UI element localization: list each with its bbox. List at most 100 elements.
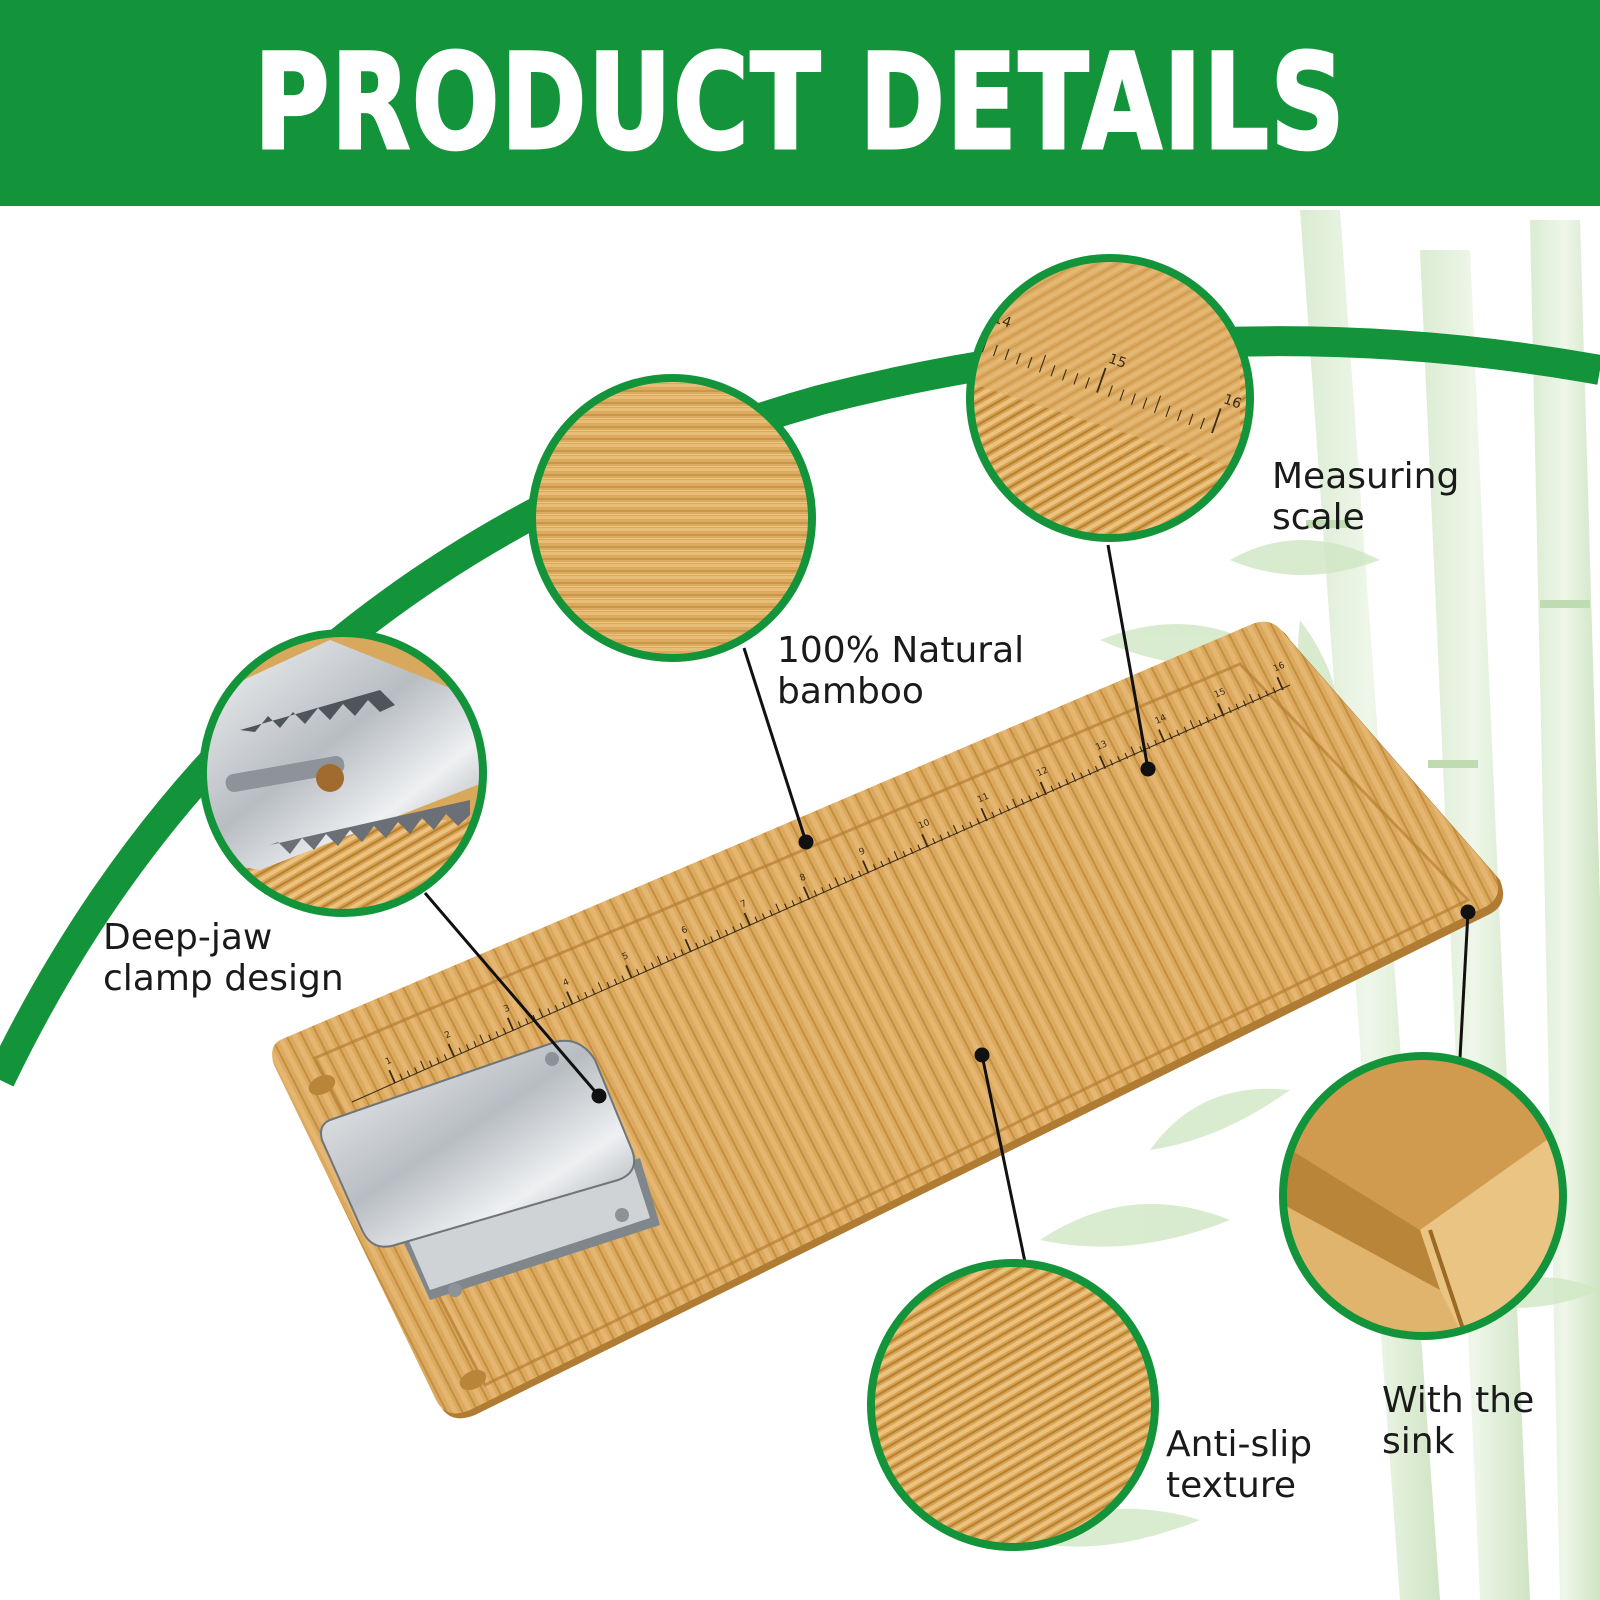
- ruler-tick: [576, 995, 581, 1002]
- ruler-tick: [710, 936, 714, 943]
- ruler-tick: [952, 824, 958, 835]
- ruler-tick-label: 7: [739, 899, 748, 910]
- ruler-tick: [517, 1021, 522, 1028]
- ruler-tick: [673, 952, 677, 959]
- ruler-tick: [976, 818, 981, 825]
- ruler-tick: [828, 883, 833, 890]
- ruler-tick: [1217, 703, 1225, 717]
- ruler-tick: [1198, 720, 1203, 727]
- ruler-tick-label: 10: [917, 818, 932, 832]
- ruler-tick: [991, 811, 995, 818]
- ruler-tick: [1130, 746, 1136, 756]
- ruler-tick: [665, 955, 670, 963]
- page-title: PRODUCT DETAILS: [253, 26, 1347, 180]
- feature-label-line: With the: [1382, 1380, 1535, 1421]
- ruler-tick: [998, 808, 1003, 815]
- ruler-tick: [606, 982, 611, 989]
- ruler-tick-label: 9: [858, 846, 868, 858]
- ruler-tick: [1168, 733, 1173, 740]
- ruler-tick: [716, 929, 722, 940]
- ruler-tick: [1061, 369, 1067, 381]
- ruler-tick: [695, 942, 699, 949]
- ruler-tick: [850, 873, 855, 881]
- ruler-tick: [1176, 409, 1182, 422]
- ruler-tick: [547, 1008, 551, 1015]
- feature-label-line: sink: [1382, 1421, 1455, 1462]
- ruler-tick: [1153, 395, 1162, 413]
- ruler-tick: [1117, 756, 1121, 763]
- ruler-tick: [821, 887, 825, 894]
- steel-clamp: [320, 1039, 660, 1300]
- ruler-tick: [1027, 356, 1033, 369]
- ruler-tick: [525, 1018, 529, 1025]
- ruler-tick: [961, 824, 966, 832]
- ruler-tick: [939, 834, 944, 841]
- ruler-tick-label: 2: [443, 1030, 452, 1041]
- ruler-tick: [775, 903, 781, 913]
- ruler-tick: [1096, 367, 1107, 393]
- ruler-tick: [1065, 778, 1069, 786]
- ruler-tick: [554, 1004, 559, 1012]
- ruler-tick: [1094, 765, 1099, 773]
- ruler-tick: [680, 949, 685, 956]
- ruler-tick: [702, 939, 707, 946]
- zoom-clamp: [199, 629, 487, 917]
- ruler-tick: [1213, 713, 1217, 720]
- ruler-tick: [1146, 742, 1151, 750]
- ruler-tick: [1130, 393, 1136, 405]
- ruler-tick: [1199, 417, 1205, 430]
- ruler-tick: [932, 837, 936, 845]
- ruler-tick: [502, 1027, 507, 1035]
- ruler-tick: [458, 1047, 463, 1054]
- ruler-tick: [465, 1044, 470, 1051]
- callout-lines: [423, 544, 1476, 1263]
- ruler-tick: [1272, 687, 1277, 694]
- ruler-tick-label: 12: [1035, 765, 1050, 779]
- ruler-tick: [1006, 805, 1010, 812]
- ruler-tick: [1012, 798, 1018, 809]
- ruler-tick: [798, 896, 803, 904]
- ruler-tick: [506, 1017, 515, 1031]
- feature-label-line: Deep-jaw: [103, 917, 273, 958]
- ruler-tick-label: 15: [1213, 687, 1228, 701]
- feature-label-clamp: Deep-jaw clamp design: [103, 917, 344, 999]
- ruler-tick: [813, 890, 818, 897]
- ruler-tick: [1035, 792, 1040, 799]
- ruler-tick: [1015, 352, 1021, 365]
- zoom-sink: [1279, 1052, 1567, 1340]
- ruler-tick: [1038, 354, 1047, 373]
- ruler-tick: [414, 1067, 418, 1074]
- feature-label-line: texture: [1166, 1465, 1297, 1506]
- ruler-tick-label: 4: [562, 977, 572, 989]
- ruler-tick: [1109, 759, 1114, 766]
- ruler-tick: [791, 900, 796, 907]
- ruler-tick: [1248, 693, 1254, 704]
- ruler-tick: [769, 909, 773, 917]
- ruler-tick-label: 16: [1221, 391, 1243, 412]
- ruler-tick: [872, 864, 877, 871]
- ruler-tick: [566, 991, 574, 1005]
- ruler-tick: [1057, 782, 1062, 789]
- ruler-tick: [946, 831, 951, 838]
- ruler-tick: [980, 807, 988, 822]
- ruler-tick: [1139, 746, 1143, 753]
- ruler-tick: [621, 975, 625, 982]
- feature-label-anti-slip: Anti-slip texture: [1166, 1424, 1312, 1506]
- ruler-tick: [1004, 348, 1010, 361]
- ruler-tick: [488, 1034, 492, 1041]
- ruler-tick: [921, 834, 929, 848]
- ruler-tick-label: 6: [680, 925, 690, 937]
- ruler-tick: [1039, 781, 1048, 796]
- ruler-tick: [1084, 377, 1090, 389]
- ruler-tick: [562, 1001, 566, 1008]
- ruler-tick: [1228, 706, 1232, 714]
- ruler-tick: [887, 857, 892, 864]
- ruler-tick-label: 1: [384, 1056, 393, 1067]
- feature-label-line: bamboo: [777, 671, 924, 712]
- feature-label-sink: With the sink: [1382, 1380, 1534, 1462]
- ruler-tick: [613, 978, 618, 985]
- ruler-tick: [406, 1070, 411, 1077]
